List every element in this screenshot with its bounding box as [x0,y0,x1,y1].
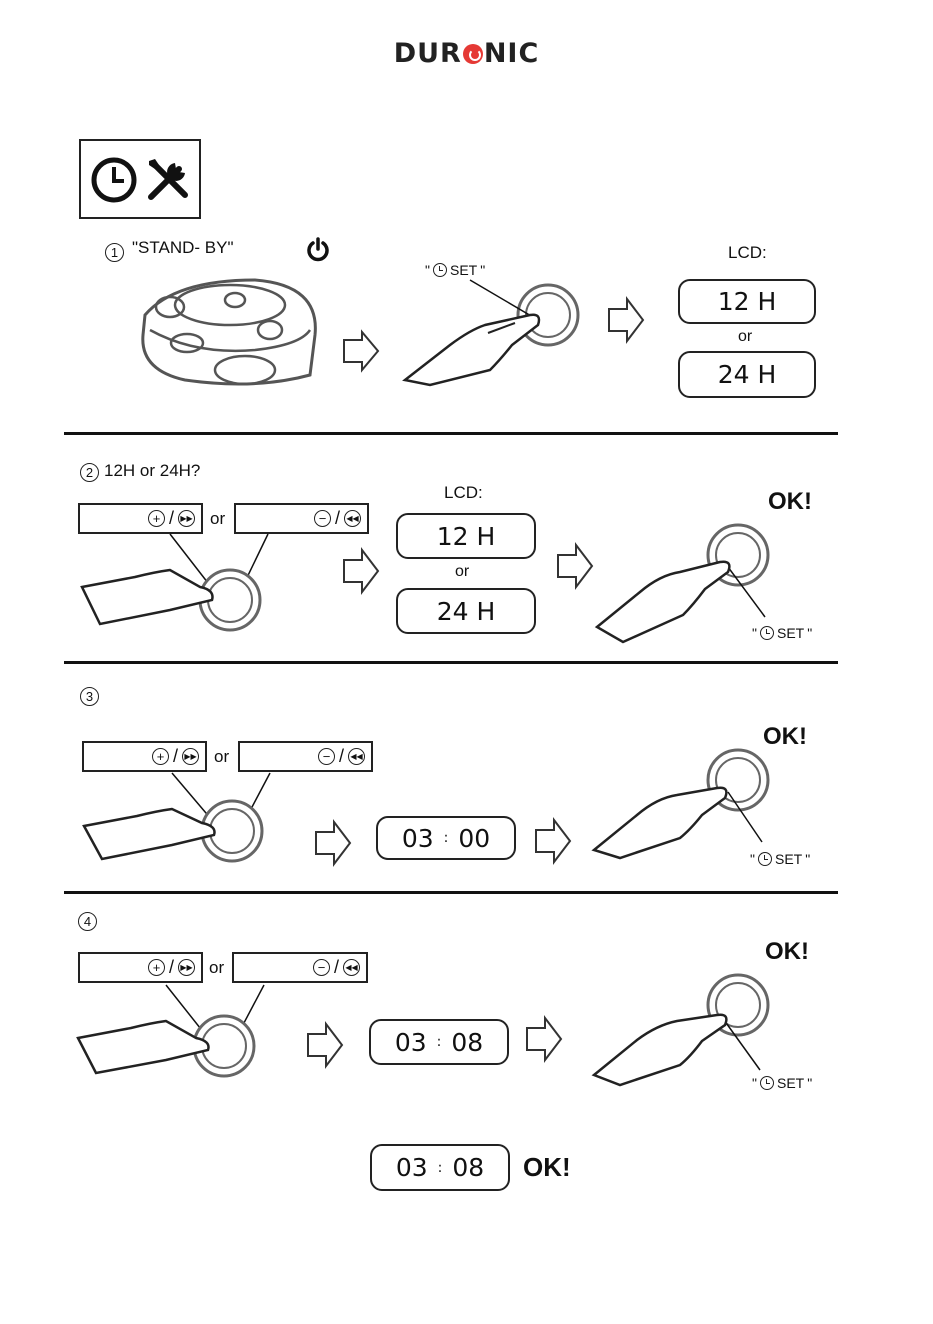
step-number-2: 2 [80,463,99,482]
lcd-display-time: 03:08 [369,1019,509,1065]
lcd-display-24h: 24 H [396,588,536,634]
clock-icon [760,1076,774,1090]
arrow-right-icon [534,818,572,864]
clock-icon [760,626,774,640]
minus-icon: − [313,959,330,976]
lcd-caption: LCD: [728,243,767,263]
fast-forward-icon: ▶▶ [178,510,195,527]
lcd-display-24h: 24 H [678,351,816,398]
lcd-display-final-time: 03:08 [370,1144,510,1191]
arrow-right-icon [525,1016,563,1062]
step-number-1: 1 [105,243,124,262]
set-button-label: "SET" [752,1075,812,1091]
hand-turning-knob [82,771,272,871]
section-divider [64,432,838,435]
plus-next-button-box[interactable]: +/▶▶ [78,503,203,534]
ok-confirmation: OK! [763,723,807,751]
fast-forward-icon: ▶▶ [182,748,199,765]
clock-icon [89,155,139,205]
ok-confirmation: OK! [765,938,809,966]
hand-pressing-set-knob [400,275,585,390]
plus-icon: + [152,748,169,765]
or-label: or [738,328,752,346]
final-ok-confirmation: OK! [523,1152,571,1183]
boombox-illustration [135,275,325,395]
rewind-icon: ◀◀ [343,959,360,976]
minus-prev-button-box[interactable]: −/◀◀ [238,741,373,772]
section-divider [64,661,838,664]
or-label: or [455,563,469,581]
ok-confirmation: OK! [768,488,812,516]
rewind-icon: ◀◀ [348,748,365,765]
plus-icon: + [148,959,165,976]
lcd-display-time: 03:00 [376,816,516,860]
lcd-caption: LCD: [444,483,483,503]
format-question-label: 12H or 24H? [104,461,200,481]
lcd-display-12h: 12 H [396,513,536,559]
hand-turning-knob [76,983,266,1083]
power-icon [305,236,331,262]
or-label: or [209,958,224,978]
or-label: or [210,509,225,529]
lcd-display-12h: 12 H [678,279,816,324]
hand-pressing-set-knob [592,975,777,1090]
plus-next-button-box[interactable]: +/▶▶ [78,952,203,983]
fast-forward-icon: ▶▶ [178,959,195,976]
plus-next-button-box[interactable]: +/▶▶ [82,741,207,772]
or-label: or [214,747,229,767]
step-number-4: 4 [78,912,97,931]
rewind-icon: ◀◀ [344,510,361,527]
hand-turning-knob [80,532,270,642]
arrow-right-icon [556,543,594,589]
minus-prev-button-box[interactable]: −/◀◀ [232,952,368,983]
set-button-label: "SET" [750,851,810,867]
step-number-3: 3 [80,687,99,706]
section-divider [64,891,838,894]
minus-icon: − [318,748,335,765]
minus-icon: − [314,510,331,527]
hand-pressing-set-knob [592,750,777,865]
set-button-label: "SET" [752,625,812,641]
arrow-right-icon [607,297,645,343]
arrow-right-icon [342,330,380,372]
logo-power-icon [463,44,483,64]
tools-icon [143,155,193,205]
arrow-right-icon [342,548,380,594]
arrow-right-icon [314,820,352,866]
plus-icon: + [148,510,165,527]
minus-prev-button-box[interactable]: −/◀◀ [234,503,369,534]
standby-label: "STAND- BY" [132,238,234,258]
clock-icon [758,852,772,866]
arrow-right-icon [306,1022,344,1068]
clock-settings-icon-box [79,139,201,219]
